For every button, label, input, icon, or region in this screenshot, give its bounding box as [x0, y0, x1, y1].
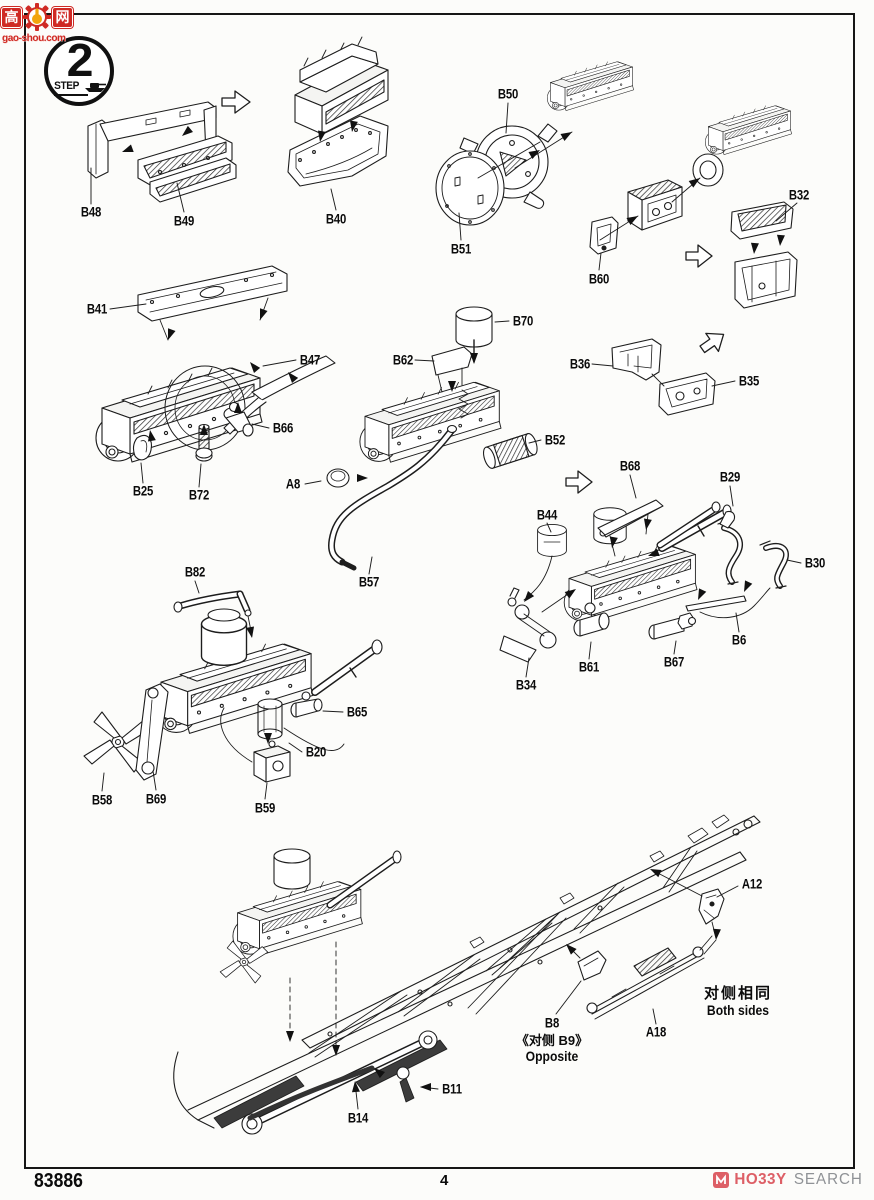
- part-label-b66: B66: [272, 420, 294, 436]
- part-label-b69: B69: [145, 791, 167, 807]
- part-label-b72: B72: [188, 487, 210, 503]
- part-label-b35: B35: [738, 373, 760, 389]
- page-border: [24, 13, 855, 1169]
- part-label-b48: B48: [80, 204, 102, 220]
- hobby-search-icon: [713, 1172, 729, 1188]
- hobby-search-logo: HO33Y SEARCH: [713, 1171, 865, 1189]
- step-underline: [54, 93, 88, 96]
- part-label-b59: B59: [254, 800, 276, 816]
- watermark-gear-icon: [23, 3, 51, 31]
- part-label-a12: A12: [741, 876, 763, 892]
- tank-icon: [85, 83, 106, 92]
- part-label-b61: B61: [578, 659, 600, 675]
- part-label-b44: B44: [536, 507, 558, 523]
- part-label-b36: B36: [569, 356, 591, 372]
- part-label-b6: B6: [731, 632, 747, 648]
- part-label-b34: B34: [515, 677, 537, 693]
- part-label-b11: B11: [442, 1081, 462, 1097]
- part-label-b82: B82: [184, 564, 206, 580]
- hobby-search-wordmark-search: SEARCH: [793, 1171, 863, 1188]
- part-label-b60: B60: [588, 271, 610, 287]
- watermark-logo: 高 网 gao-shou.com: [2, 2, 114, 44]
- hobby-search-wordmark-hobby: HO33Y: [734, 1171, 787, 1188]
- part-label-b51: B51: [450, 241, 472, 257]
- watermark-url: gao-shou.com: [2, 33, 66, 44]
- step-label: STEP: [54, 80, 80, 92]
- part-label-b20: B20: [305, 744, 327, 760]
- note-opposite: 《对侧 B9》 Opposite: [498, 1030, 606, 1064]
- part-label-a18: A18: [645, 1024, 667, 1040]
- note-opposite-cn: 《对侧 B9》: [515, 1033, 589, 1048]
- part-label-a8: A8: [285, 476, 301, 492]
- part-label-b68: B68: [619, 458, 641, 474]
- watermark-cn-right: 网: [53, 7, 72, 27]
- step-badge: 2 STEP: [44, 36, 114, 106]
- part-label-b25: B25: [132, 483, 154, 499]
- part-label-b65: B65: [346, 704, 368, 720]
- part-label-b41: B41: [86, 301, 108, 317]
- part-label-b32: B32: [788, 187, 810, 203]
- kit-number: 83886: [34, 1170, 83, 1192]
- note-both-sides: 对侧相同 Both sides: [688, 982, 788, 1018]
- part-label-b58: B58: [91, 792, 113, 808]
- part-label-b40: B40: [325, 211, 347, 227]
- part-label-b70: B70: [512, 313, 534, 329]
- part-label-b8: B8: [544, 1015, 560, 1031]
- part-label-b47: B47: [299, 352, 321, 368]
- thumb-up-icon: [32, 8, 42, 24]
- note-both-sides-en: Both sides: [706, 1003, 770, 1018]
- part-label-b14: B14: [347, 1110, 369, 1126]
- note-opposite-en: Opposite: [525, 1049, 579, 1064]
- page-number: 4: [440, 1172, 449, 1189]
- part-label-b67: B67: [663, 654, 685, 670]
- part-label-b50: B50: [497, 86, 519, 102]
- part-label-b62: B62: [392, 352, 414, 368]
- part-label-b57: B57: [358, 574, 380, 590]
- part-label-b30: B30: [804, 555, 826, 571]
- part-label-b49: B49: [173, 213, 195, 229]
- part-label-b29: B29: [719, 469, 741, 485]
- part-label-b52: B52: [544, 432, 566, 448]
- step-number: 2: [66, 34, 94, 86]
- note-both-sides-cn: 对侧相同: [703, 985, 772, 1002]
- watermark-cn-left: 高: [2, 7, 21, 27]
